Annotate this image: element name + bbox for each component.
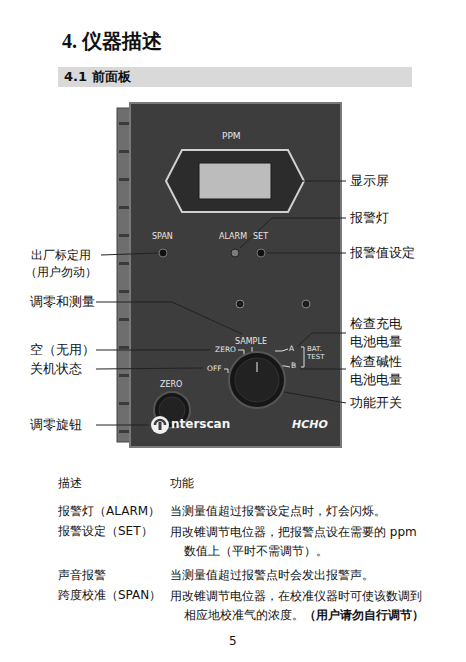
callout-label: 报警灯: [350, 210, 389, 225]
callout-label: 出厂标定用（用户勿动）: [24, 247, 98, 282]
table-cell: 跨度校准（SPAN）: [58, 588, 161, 602]
panel-label: A: [289, 344, 294, 353]
span-hole: [159, 249, 167, 257]
function-knob: [229, 352, 285, 408]
panel-label: ZERO: [215, 345, 236, 354]
page-number: 5: [229, 634, 237, 648]
panel-label: SAMPLE: [235, 337, 267, 347]
knob-pointer: [256, 362, 258, 372]
callout-label: 调零和测量: [30, 294, 95, 309]
panel-label: OFF: [207, 364, 222, 373]
table-cell: 当测量值超过报警设定点时，灯会闪烁。: [170, 504, 386, 518]
panel-label: PPM: [222, 131, 241, 142]
alarm-led: [231, 249, 239, 257]
table-cell: 报警设定（SET）: [58, 524, 153, 538]
panel-label: SET: [253, 232, 268, 242]
callout-label: 关机状态: [30, 361, 82, 376]
brand-logo-text: nterscan: [171, 417, 230, 431]
table-header: 描述: [58, 476, 82, 490]
section-heading: 4. 仪器描述: [62, 28, 162, 55]
hinge-slots: [119, 122, 130, 433]
panel-body: [130, 103, 341, 447]
callout-label: 空（无用）: [30, 342, 95, 357]
callout-label: 显示屏: [350, 173, 389, 188]
table-header: 功能: [170, 476, 194, 490]
logo-mark: [159, 422, 162, 430]
callout-label: 功能开关: [350, 395, 402, 410]
display-frame: [166, 150, 304, 212]
panel-label: SPAN: [152, 232, 173, 242]
section-band: [58, 67, 412, 87]
table-note: （用户请勿自行调节）: [304, 608, 424, 622]
table-cell: 报警灯（ALARM）: [58, 504, 160, 518]
leader-lines: [96, 181, 346, 425]
logo-mark: [151, 416, 169, 434]
model-label: HCHO: [292, 418, 328, 431]
table-cell: 用改锥调节电位器，把报警点设在需要的 ppm 数值上（平时不需调节）。: [170, 525, 417, 558]
callout-label: 报警值设定: [350, 245, 415, 260]
callout-label: 检查碱性电池电量: [350, 353, 404, 388]
table-cell: 声音报警: [58, 568, 106, 582]
screw: [236, 300, 244, 308]
panel-label: ALARM: [219, 232, 247, 242]
callout-label: 调零旋钮: [30, 417, 82, 432]
panel-label: B: [291, 361, 296, 370]
screw: [302, 300, 310, 308]
table-cell: 当测量值超过报警点时会发出报警声。: [170, 568, 374, 582]
set-hole: [257, 249, 265, 257]
subsection-heading: 4.1 前面板: [64, 69, 131, 85]
display-window: [199, 163, 271, 199]
panel-label: BAT. TEST: [307, 346, 328, 361]
function-knob-cap: [235, 358, 279, 402]
callout-label: 检查充电电池电量: [350, 315, 404, 350]
panel-label: ZERO: [160, 380, 182, 390]
table-cell: 用改锥调节电位器，在校准仪器时可使该数调到相应地校准气的浓度。（用户请勿自行调节…: [170, 587, 429, 625]
table-cell: 用改锥调节电位器，把报警点设在需要的 ppm 数值上（平时不需调节）。: [170, 523, 429, 561]
